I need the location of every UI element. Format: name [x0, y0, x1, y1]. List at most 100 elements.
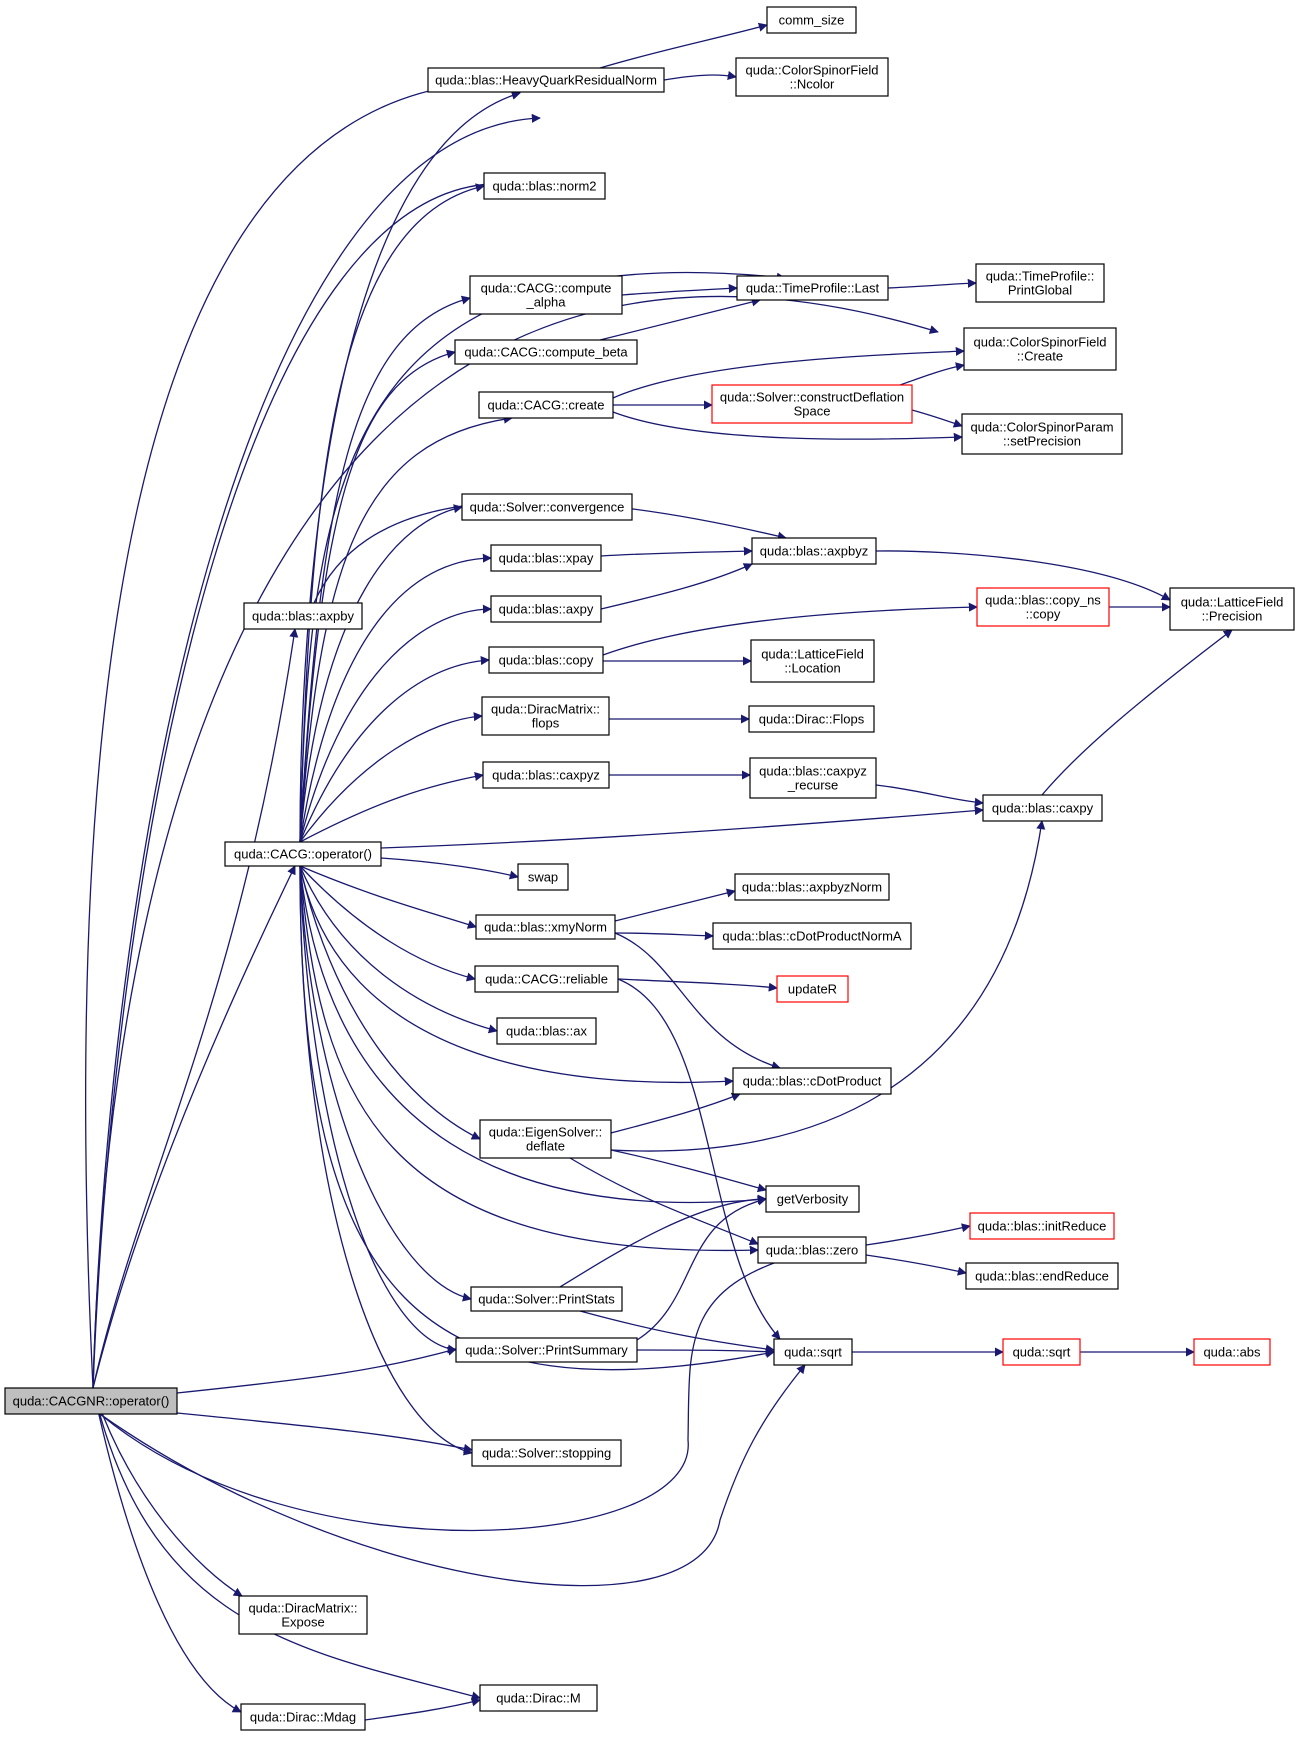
node-initreduce[interactable]: quda::blas::initReduce — [969, 1212, 1115, 1240]
node-csf-create[interactable]: quda::ColorSpinorField::Create — [963, 327, 1117, 371]
node-cdotnorma[interactable]: quda::blas::cDotProductNormA — [712, 922, 912, 950]
call-edge — [569, 1157, 759, 1246]
node-comp-alpha[interactable]: quda::CACG::compute_alpha — [469, 275, 623, 315]
call-edge — [364, 1697, 481, 1721]
call-edge — [92, 865, 296, 1389]
node-copy-ns[interactable]: quda::blas::copy_ns::copy — [976, 587, 1110, 627]
node-label: quda::sqrt — [1013, 1345, 1071, 1360]
node-label: quda::blas::caxpy — [992, 801, 1094, 816]
node-csp-setprec[interactable]: quda::ColorSpinorParam::setPrecision — [961, 413, 1123, 455]
node-create[interactable]: quda::CACG::create — [478, 391, 614, 419]
node-label: quda::abs — [1203, 1345, 1261, 1360]
node-lf-location[interactable]: quda::LatticeField::Location — [750, 639, 875, 683]
edge-layer — [84, 22, 1233, 1721]
node-label: _alpha — [525, 295, 566, 310]
node-box — [736, 275, 889, 301]
node-sqrt2[interactable]: quda::sqrt — [1002, 1338, 1081, 1366]
node-axpy[interactable]: quda::blas::axpy — [490, 595, 602, 623]
node-dirac-flops[interactable]: quda::Dirac::Flops — [748, 705, 875, 733]
node-label: quda::blas::caxpyz — [492, 768, 600, 783]
node-label: quda::Solver::PrintSummary — [465, 1343, 628, 1358]
node-caxpyz-rec[interactable]: quda::blas::caxpyz_recurse — [749, 757, 877, 799]
node-label: quda::ColorSpinorParam — [970, 420, 1113, 435]
node-label: quda::blas::cDotProductNormA — [722, 929, 902, 944]
node-label: getVerbosity — [777, 1192, 849, 1207]
node-caxpy[interactable]: quda::blas::caxpy — [982, 794, 1103, 822]
node-box — [765, 1185, 860, 1213]
call-edge — [617, 978, 781, 1340]
node-box — [776, 975, 849, 1003]
node-label: PrintGlobal — [1008, 283, 1072, 298]
node-label: quda::blas::cDotProduct — [743, 1074, 882, 1089]
node-xpay[interactable]: quda::blas::xpay — [490, 544, 602, 572]
node-printsummary[interactable]: quda::Solver::PrintSummary — [455, 1337, 638, 1363]
node-layer: quda::CACGNR::operator() quda::CACG::oper… — [4, 6, 1295, 1731]
node-axpby[interactable]: quda::blas::axpby — [243, 602, 363, 630]
node-lf-precision[interactable]: quda::LatticeField::Precision — [1169, 587, 1295, 631]
node-box — [481, 696, 610, 736]
node-ncolor[interactable]: quda::ColorSpinorField::Ncolor — [735, 57, 889, 97]
node-swap[interactable]: swap — [517, 863, 569, 891]
node-box — [461, 493, 633, 521]
node-endreduce[interactable]: quda::blas::endReduce — [965, 1262, 1119, 1290]
node-axpbyz[interactable]: quda::blas::axpbyz — [751, 537, 877, 565]
node-tp-last[interactable]: quda::TimeProfile::Last — [736, 275, 889, 301]
call-edge — [299, 656, 490, 843]
node-dirac-m[interactable]: quda::Dirac::M — [479, 1684, 598, 1712]
node-label: quda::CACG::compute — [481, 281, 612, 296]
node-tp-printglobal[interactable]: quda::TimeProfile::PrintGlobal — [975, 263, 1105, 303]
node-label: quda::EigenSolver:: — [489, 1125, 602, 1140]
node-box — [751, 537, 877, 565]
node-box — [1002, 1338, 1081, 1366]
call-edge — [299, 504, 463, 843]
node-printstats[interactable]: quda::Solver::PrintStats — [470, 1286, 623, 1312]
node-label: quda::Solver::constructDeflation — [720, 390, 904, 405]
node-hqrn[interactable]: quda::blas::HeavyQuarkResidualNorm — [427, 67, 665, 93]
node-box — [963, 327, 1117, 371]
node-stopping[interactable]: quda::Solver::stopping — [471, 1439, 622, 1467]
call-edge — [636, 1347, 775, 1357]
node-box — [982, 794, 1103, 822]
node-box — [734, 873, 890, 901]
call-edge — [313, 500, 787, 604]
call-edge — [911, 409, 963, 428]
node-cdot[interactable]: quda::blas::cDotProduct — [732, 1067, 892, 1095]
node-box — [711, 384, 913, 424]
node-deflate[interactable]: quda::EigenSolver::deflate — [479, 1119, 612, 1159]
call-edge — [663, 71, 737, 81]
node-label: ::Location — [784, 661, 840, 676]
node-box — [773, 1338, 853, 1366]
node-box — [766, 6, 857, 34]
node-norm2[interactable]: quda::blas::norm2 — [483, 172, 606, 200]
node-cacg-op[interactable]: quda::CACG::operator() — [224, 841, 382, 867]
node-label: quda::blas::norm2 — [492, 179, 596, 194]
node-sqrt1[interactable]: quda::sqrt — [773, 1338, 853, 1366]
node-caxpyz[interactable]: quda::blas::caxpyz — [482, 761, 610, 789]
node-reliable[interactable]: quda::CACG::reliable — [474, 965, 619, 993]
node-dirac-mdag[interactable]: quda::Dirac::Mdag — [240, 1703, 366, 1731]
node-comm-size[interactable]: comm_size — [766, 6, 857, 34]
node-getverbosity[interactable]: getVerbosity — [765, 1185, 860, 1213]
node-dm-expose[interactable]: quda::DiracMatrix::Expose — [238, 1595, 368, 1635]
call-edge — [579, 1310, 775, 1354]
call-edge — [612, 346, 965, 399]
node-abs[interactable]: quda::abs — [1193, 1338, 1271, 1366]
node-copy[interactable]: quda::blas::copy — [488, 646, 604, 674]
node-box — [748, 705, 875, 733]
node-updater[interactable]: updateR — [776, 975, 849, 1003]
node-xmynorm[interactable]: quda::blas::xmyNorm — [475, 914, 616, 940]
node-zero[interactable]: quda::blas::zero — [757, 1236, 867, 1264]
node-label: quda::TimeProfile:: — [986, 269, 1095, 284]
node-root[interactable]: quda::CACGNR::operator() — [4, 1387, 178, 1415]
node-axpbyznorm[interactable]: quda::blas::axpbyzNorm — [734, 873, 890, 901]
node-ax[interactable]: quda::blas::ax — [496, 1017, 597, 1045]
call-edge — [92, 1387, 481, 1701]
node-comp-beta[interactable]: quda::CACG::compute_beta — [454, 339, 638, 365]
node-box — [750, 639, 875, 683]
node-convergence[interactable]: quda::Solver::convergence — [461, 493, 633, 521]
node-dm-flops[interactable]: quda::DiracMatrix::flops — [481, 696, 610, 736]
call-edge — [92, 1387, 242, 1713]
node-label: quda::CACG::compute_beta — [464, 345, 628, 360]
